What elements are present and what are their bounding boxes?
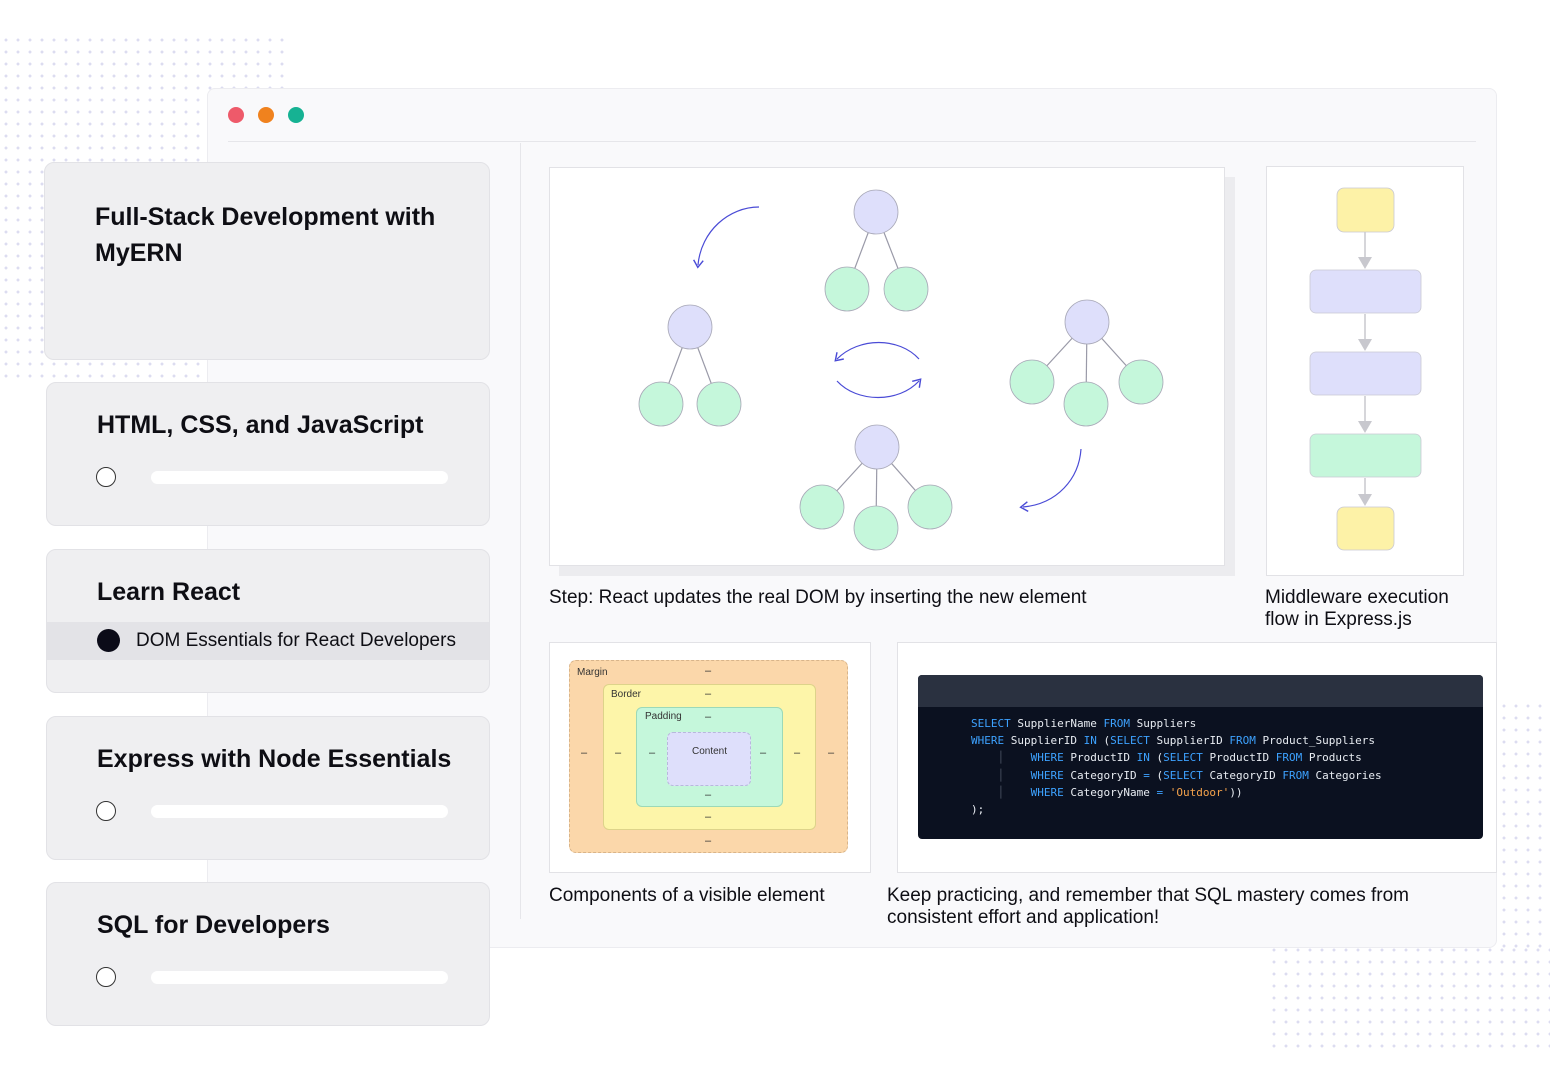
- maximize-window-button[interactable]: [288, 107, 304, 123]
- module-card-html-css-js[interactable]: HTML, CSS, and JavaScript: [46, 382, 490, 526]
- margin-top-value: –: [705, 665, 712, 677]
- middleware-flow-diagram: [1309, 187, 1422, 551]
- dot-pattern-bottom-right: [1268, 944, 1550, 1050]
- module-progress-bar: [151, 805, 448, 818]
- sql-caption: Keep practicing, and remember that SQL m…: [887, 885, 1410, 928]
- box-model-caption: Components of a visible element: [549, 885, 825, 906]
- close-window-button[interactable]: [228, 107, 244, 123]
- module-card-sql[interactable]: SQL for Developers: [46, 882, 490, 1026]
- dot-pattern-right: [1498, 700, 1550, 950]
- titlebar-divider: [228, 141, 1476, 142]
- sql-code: SELECT SupplierName FROM Suppliers WHERE…: [971, 717, 1382, 817]
- padding-label: Padding: [645, 711, 682, 722]
- middleware-flow-panel: [1266, 166, 1464, 576]
- tree-node: [638, 189, 1164, 551]
- flow-start-node: [1336, 187, 1395, 233]
- padding-left-value: –: [649, 747, 656, 759]
- module-progress-radio[interactable]: [96, 467, 116, 487]
- module-card-express-node[interactable]: Express with Node Essentials: [46, 716, 490, 860]
- module-title: Express with Node Essentials: [97, 745, 452, 773]
- code-header-bar: [918, 675, 1483, 707]
- padding-bottom-value: –: [705, 789, 712, 801]
- flow-end-node: [1336, 506, 1395, 551]
- border-right-value: –: [794, 747, 801, 759]
- padding-top-value: –: [705, 711, 712, 723]
- sidebar-divider: [520, 143, 521, 919]
- dom-update-diagram-panel: [549, 167, 1225, 566]
- content-box: [667, 732, 751, 786]
- box-model-panel: Margin Border Padding Content – – – – – …: [549, 642, 871, 873]
- margin-label: Margin: [577, 667, 608, 678]
- border-left-value: –: [615, 747, 622, 759]
- padding-right-value: –: [760, 747, 767, 759]
- flow-middleware-node: [1309, 351, 1422, 396]
- module-progress-radio[interactable]: [96, 801, 116, 821]
- middleware-caption: Middleware execution flow in Express.js: [1265, 587, 1449, 630]
- module-progress-radio[interactable]: [96, 967, 116, 987]
- margin-bottom-value: –: [705, 835, 712, 847]
- margin-left-value: –: [581, 747, 588, 759]
- module-title: Learn React: [97, 578, 241, 606]
- border-label: Border: [611, 689, 642, 700]
- lesson-title: DOM Essentials for React Developers: [136, 630, 456, 651]
- module-title: HTML, CSS, and JavaScript: [97, 411, 424, 439]
- course-title-card: Full-Stack Development with MyERN: [44, 162, 490, 360]
- active-lesson-item[interactable]: DOM Essentials for React Developers: [47, 622, 489, 660]
- dom-tree-diagram: [638, 189, 1164, 551]
- sql-code-block: SELECT SupplierName FROM Suppliers WHERE…: [918, 675, 1483, 839]
- border-top-value: –: [705, 688, 712, 700]
- content-label: Content: [692, 746, 728, 757]
- flow-middleware-node: [1309, 269, 1422, 314]
- module-progress-bar: [151, 471, 448, 484]
- margin-right-value: –: [828, 747, 835, 759]
- minimize-window-button[interactable]: [258, 107, 274, 123]
- lesson-current-indicator: [97, 629, 120, 652]
- module-title: SQL for Developers: [97, 911, 330, 939]
- border-bottom-value: –: [705, 811, 712, 823]
- course-title: Full-Stack Development with MyERN: [95, 203, 436, 267]
- module-progress-bar: [151, 971, 448, 984]
- flow-handler-node: [1309, 433, 1422, 478]
- dom-step-caption: Step: React updates the real DOM by inse…: [549, 587, 1087, 608]
- module-card-learn-react[interactable]: Learn React DOM Essentials for React Dev…: [46, 549, 490, 693]
